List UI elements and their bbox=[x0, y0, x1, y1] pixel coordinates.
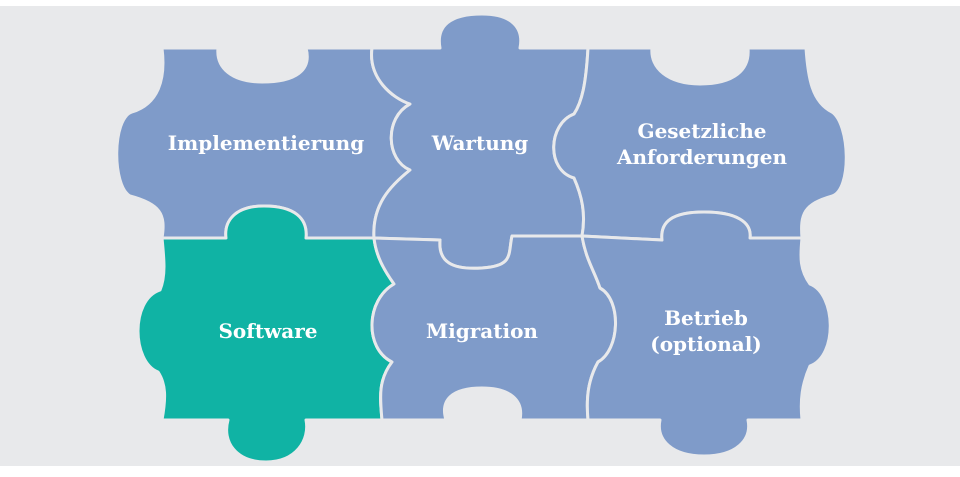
label-line: Betrieb bbox=[664, 306, 748, 330]
label-line: Implementierung bbox=[167, 131, 365, 155]
puzzle-piece-betrieb bbox=[580, 210, 832, 458]
piece-label-implementierung: Implementierung bbox=[168, 130, 364, 156]
label-line: Wartung bbox=[431, 131, 529, 155]
label-line: Software bbox=[218, 319, 318, 343]
piece-label-wartung: Wartung bbox=[432, 130, 529, 156]
piece-label-betrieb: Betrieb (optional) bbox=[650, 305, 762, 357]
label-line: Migration bbox=[426, 319, 538, 343]
piece-label-software: Software bbox=[218, 318, 317, 344]
piece-label-migration: Migration bbox=[426, 318, 538, 344]
label-line: Gesetzliche bbox=[637, 119, 767, 143]
piece-label-gesetzliche: Gesetzliche Anforderungen bbox=[617, 118, 787, 170]
label-line: (optional) bbox=[650, 332, 762, 356]
puzzle-piece-software bbox=[136, 204, 396, 464]
label-line: Anforderungen bbox=[616, 145, 788, 169]
puzzle-piece-migration bbox=[370, 234, 617, 422]
